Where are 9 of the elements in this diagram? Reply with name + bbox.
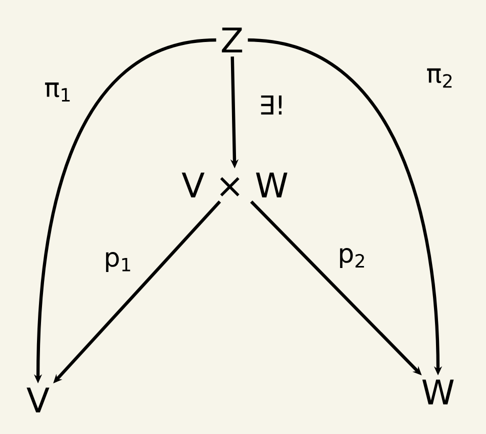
- math-symbol: W: [422, 380, 454, 404]
- edge-label: p$_{1}$: [102, 250, 134, 274]
- math-symbol: Z: [222, 28, 242, 52]
- edge-label: π$_{1}$: [42, 80, 74, 104]
- edge-label: p$_{2}$: [336, 246, 368, 270]
- edge-label: π$_{2}$: [424, 66, 456, 90]
- math-symbol: V: [26, 388, 50, 412]
- math-symbol: V × W: [182, 172, 288, 198]
- edge-label: ∃!: [256, 94, 288, 116]
